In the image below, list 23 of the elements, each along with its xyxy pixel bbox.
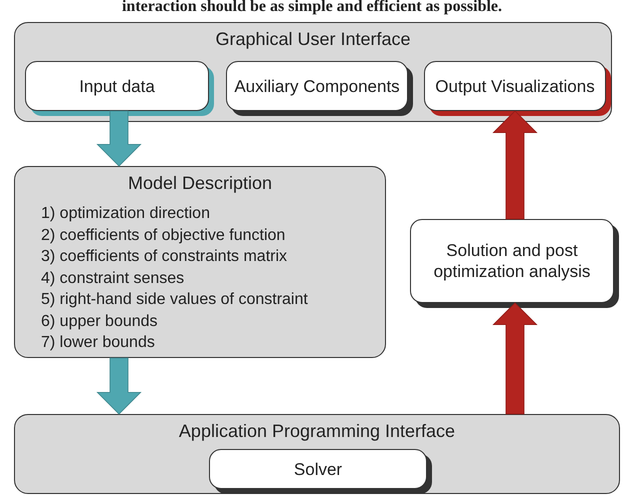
list-item: 5) right-hand side values of constraint (41, 290, 308, 310)
group-panel (14, 414, 620, 494)
group-panel (14, 22, 612, 122)
panel-title: Model Description (126, 173, 274, 194)
list-item: 6) upper bounds (41, 312, 159, 332)
list-item: 4) constraint senses (41, 268, 186, 288)
block-arrow (492, 302, 538, 414)
list-item: 1) optimization direction (41, 204, 211, 224)
list-item: 3) coefficients of constraints matrix (41, 247, 288, 267)
block-arrow (96, 110, 142, 167)
panel-title: Graphical User Interface (214, 29, 412, 50)
box-label: Output Visualizations (435, 76, 595, 96)
caption-text: interaction should be as simple and efficient as possible. (120, 0, 504, 16)
block-arrow (96, 358, 142, 415)
box-label: Input data (79, 76, 155, 96)
box-label: Auxiliary Components (234, 76, 400, 96)
panel-title: Application Programming Interface (178, 421, 456, 442)
list-item: 7) lower bounds (41, 333, 156, 353)
list-item: 2) coefficients of objective function (41, 226, 286, 246)
block-arrow (492, 110, 538, 220)
box-label: Solver (294, 458, 342, 480)
box-label: Solution and post optimization analysis (432, 240, 592, 282)
group-panel (14, 166, 386, 358)
